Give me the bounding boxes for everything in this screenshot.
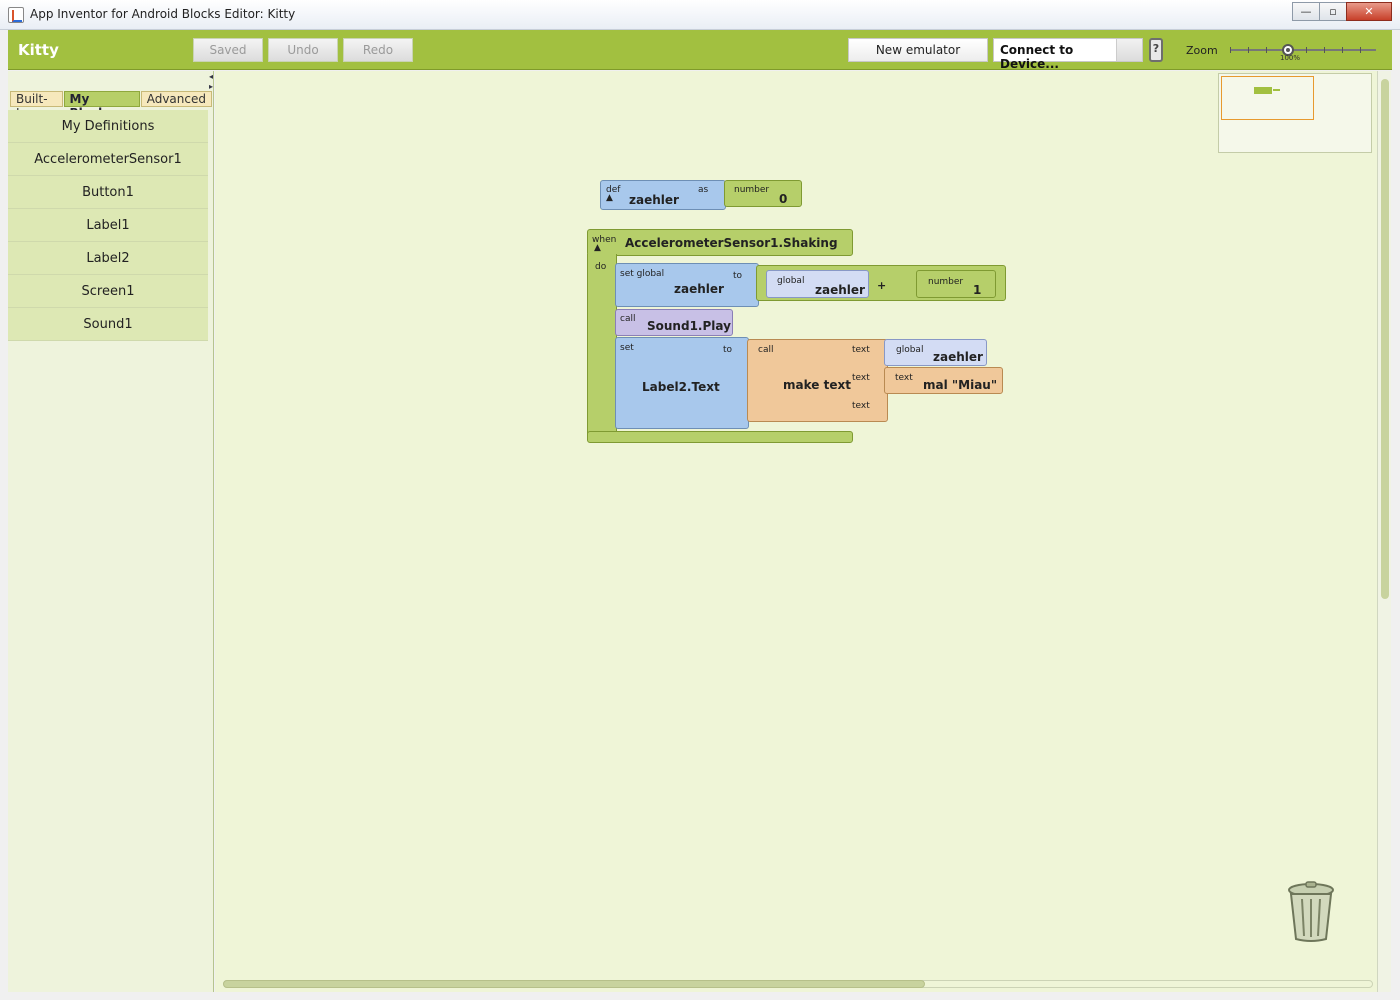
zoom-tick bbox=[1342, 47, 1343, 53]
event-footer bbox=[587, 431, 853, 443]
project-name: Kitty bbox=[18, 41, 59, 59]
saved-button[interactable]: Saved bbox=[193, 38, 263, 62]
event-name: AccelerometerSensor1.Shaking bbox=[625, 236, 838, 250]
def-name: zaehler bbox=[629, 193, 679, 207]
tab-built-in[interactable]: Built-In bbox=[10, 91, 63, 107]
window-controls: — ▫ ✕ bbox=[1293, 2, 1392, 22]
new-emulator-button[interactable]: New emulator bbox=[848, 38, 988, 62]
zoom-value: 100% bbox=[1280, 54, 1300, 62]
number-keyword: number bbox=[734, 185, 769, 195]
drawer-list: My Definitions AccelerometerSensor1 Butt… bbox=[8, 110, 208, 341]
zoom-tick bbox=[1248, 47, 1249, 53]
event-do-bar: do bbox=[587, 254, 617, 442]
event-handler-header[interactable]: when ▲ AccelerometerSensor1.Shaking bbox=[587, 229, 853, 256]
set-keyword: set bbox=[620, 343, 634, 353]
drawer-item-my-definitions[interactable]: My Definitions bbox=[8, 110, 208, 143]
minimap-block bbox=[1254, 87, 1272, 94]
text-socket-label: text bbox=[852, 345, 870, 355]
call-keyword: call bbox=[758, 345, 773, 355]
set-global-block[interactable]: set global zaehler to bbox=[615, 263, 759, 307]
text-value: mal "Miau" bbox=[923, 378, 997, 392]
global-getter-block[interactable]: global zaehler bbox=[884, 339, 987, 366]
minimize-button[interactable]: — bbox=[1292, 2, 1320, 21]
zoom-slider[interactable] bbox=[1230, 49, 1376, 51]
zoom-label: Zoom bbox=[1186, 44, 1218, 57]
global-name: zaehler bbox=[933, 350, 983, 364]
make-text-block[interactable]: call make text text text text bbox=[747, 339, 888, 422]
horizontal-scrollbar[interactable] bbox=[215, 977, 1377, 992]
maximize-button[interactable]: ▫ bbox=[1319, 2, 1347, 21]
undo-button[interactable]: Undo bbox=[268, 38, 338, 62]
zoom-tick bbox=[1324, 47, 1325, 53]
global-name: zaehler bbox=[815, 283, 865, 297]
set-label-text-block[interactable]: set Label2.Text to bbox=[615, 337, 749, 429]
call-keyword: call bbox=[620, 314, 635, 324]
global-getter-block[interactable]: global zaehler bbox=[766, 270, 869, 298]
do-keyword: do bbox=[595, 262, 606, 272]
connect-to-device-dropdown[interactable]: Connect to Device... bbox=[993, 38, 1143, 62]
number-value: 1 bbox=[973, 283, 981, 297]
text-socket-label: text bbox=[852, 401, 870, 411]
text-literal-block[interactable]: text mal "Miau" bbox=[884, 367, 1003, 394]
drawer-item-label1[interactable]: Label1 bbox=[8, 209, 208, 242]
tab-advanced[interactable]: Advanced bbox=[141, 91, 212, 107]
global-keyword: global bbox=[777, 276, 804, 286]
drawer-item-accelerometersensor1[interactable]: AccelerometerSensor1 bbox=[8, 143, 208, 176]
blocks-drawer-panel: Built-In My Blocks Advanced My Definitio… bbox=[8, 71, 214, 992]
collapse-triangle-icon[interactable]: ▲ bbox=[594, 243, 601, 253]
call-sound-play-block[interactable]: call Sound1.Play bbox=[615, 309, 733, 336]
drawer-item-sound1[interactable]: Sound1 bbox=[8, 308, 208, 341]
phone-help-icon[interactable]: ? bbox=[1149, 38, 1163, 62]
vertical-scrollbar-thumb[interactable] bbox=[1381, 79, 1389, 599]
zoom-tick bbox=[1306, 47, 1307, 53]
close-button[interactable]: ✕ bbox=[1346, 2, 1392, 21]
java-app-icon bbox=[8, 7, 24, 23]
drawer-item-label2[interactable]: Label2 bbox=[8, 242, 208, 275]
def-variable-block[interactable]: def ▲ zaehler as bbox=[600, 180, 726, 210]
dropdown-arrow-icon bbox=[1116, 39, 1142, 61]
zoom-tick bbox=[1266, 47, 1267, 53]
vertical-scrollbar[interactable] bbox=[1377, 71, 1391, 992]
make-text-name: make text bbox=[783, 378, 851, 392]
set-property-name: Label2.Text bbox=[642, 380, 720, 394]
window-titlebar: App Inventor for Android Blocks Editor: … bbox=[0, 0, 1400, 30]
call-name: Sound1.Play bbox=[647, 319, 731, 333]
window-title: App Inventor for Android Blocks Editor: … bbox=[30, 7, 295, 21]
global-keyword: global bbox=[896, 345, 923, 355]
zoom-tick bbox=[1360, 47, 1361, 53]
number-one-block[interactable]: number 1 bbox=[916, 270, 996, 298]
connect-label: Connect to Device... bbox=[1000, 43, 1073, 71]
workspace-minimap[interactable] bbox=[1218, 73, 1372, 153]
redo-button[interactable]: Redo bbox=[343, 38, 413, 62]
tab-my-blocks[interactable]: My Blocks bbox=[64, 91, 140, 107]
def-as-keyword: as bbox=[698, 185, 708, 195]
text-socket-label: text bbox=[852, 373, 870, 383]
panel-collapse-arrows[interactable]: ◂▸ bbox=[209, 72, 213, 92]
toolbar: Kitty Saved Undo Redo New emulator Conne… bbox=[8, 30, 1392, 70]
number-keyword: number bbox=[928, 277, 963, 287]
zoom-tick bbox=[1230, 47, 1231, 53]
set-global-to-keyword: to bbox=[733, 271, 742, 281]
text-keyword: text bbox=[895, 373, 913, 383]
collapse-triangle-icon[interactable]: ▲ bbox=[606, 193, 613, 203]
minimap-block bbox=[1273, 89, 1280, 91]
set-to-keyword: to bbox=[723, 345, 732, 355]
set-global-keyword: set global bbox=[620, 269, 664, 279]
horizontal-scrollbar-thumb[interactable] bbox=[223, 980, 925, 988]
plus-operator: + bbox=[877, 279, 886, 292]
number-block[interactable]: number 0 bbox=[724, 180, 802, 207]
minimap-viewport[interactable] bbox=[1221, 76, 1314, 120]
set-global-name: zaehler bbox=[674, 282, 724, 296]
number-value: 0 bbox=[779, 192, 787, 206]
drawer-tabs: Built-In My Blocks Advanced bbox=[10, 91, 213, 107]
drawer-item-screen1[interactable]: Screen1 bbox=[8, 275, 208, 308]
trash-icon[interactable] bbox=[1286, 881, 1336, 943]
drawer-item-button1[interactable]: Button1 bbox=[8, 176, 208, 209]
